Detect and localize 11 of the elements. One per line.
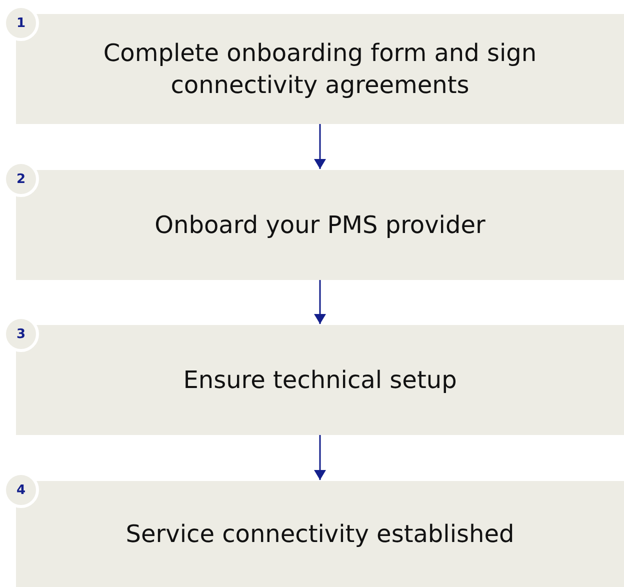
step-number-badge: 4 bbox=[3, 472, 39, 508]
arrow bbox=[314, 124, 326, 169]
step-text: Ensure technical setup bbox=[183, 364, 457, 396]
arrow bbox=[314, 280, 326, 324]
step-text: Service connectivity established bbox=[126, 518, 514, 550]
step-number-badge: 3 bbox=[3, 316, 39, 352]
step-text: Onboard your PMS provider bbox=[154, 210, 486, 241]
arrow bbox=[314, 435, 326, 480]
step-number-badge: 2 bbox=[3, 161, 39, 197]
step-number-badge: 1 bbox=[3, 5, 39, 41]
step-text: Complete onboarding form and sign connectivity agreements bbox=[102, 38, 538, 101]
